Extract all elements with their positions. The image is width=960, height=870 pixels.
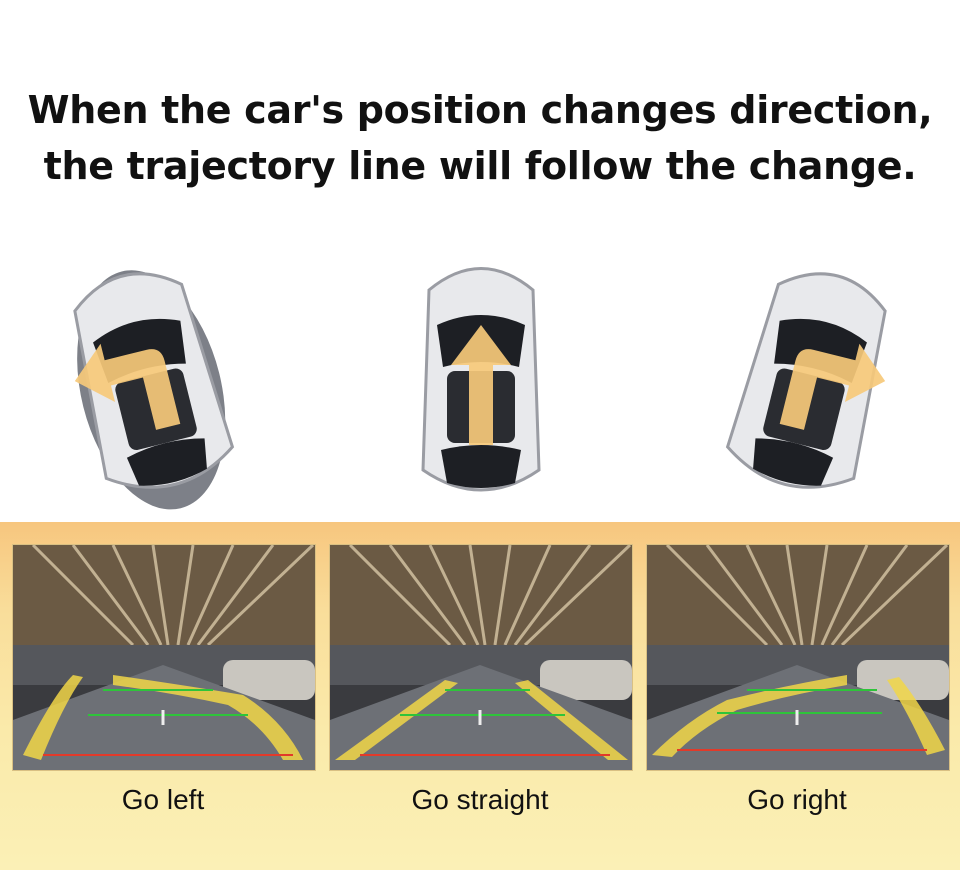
car-turning-right [682, 235, 939, 536]
camera-view-go-left [12, 544, 316, 771]
car-top-view-icon [73, 270, 235, 510]
label-go-straight: Go straight [411, 784, 549, 815]
label-go-right: Go right [747, 784, 847, 815]
parking-garage-view [13, 545, 315, 770]
label-go-left: Go left [121, 784, 205, 815]
headline-line-1: When the car's position changes directio… [27, 88, 933, 132]
headline: When the car's position changes directio… [0, 82, 960, 194]
car-top-view-icon [725, 272, 887, 489]
turn-left-arrow-icon [74, 343, 181, 430]
car-top-view-icon [421, 267, 541, 492]
turn-right-arrow-icon [779, 343, 886, 430]
parking-garage-view [330, 545, 632, 770]
parking-garage-view [647, 545, 949, 770]
camera-view-go-right [646, 544, 950, 771]
car-going-straight [381, 255, 581, 515]
car-illustrations [0, 255, 960, 525]
car-turning-left [22, 235, 279, 536]
camera-view-go-straight [329, 544, 633, 771]
straight-arrow-icon [451, 325, 511, 445]
headline-line-2: the trajectory line will follow the chan… [43, 144, 917, 188]
